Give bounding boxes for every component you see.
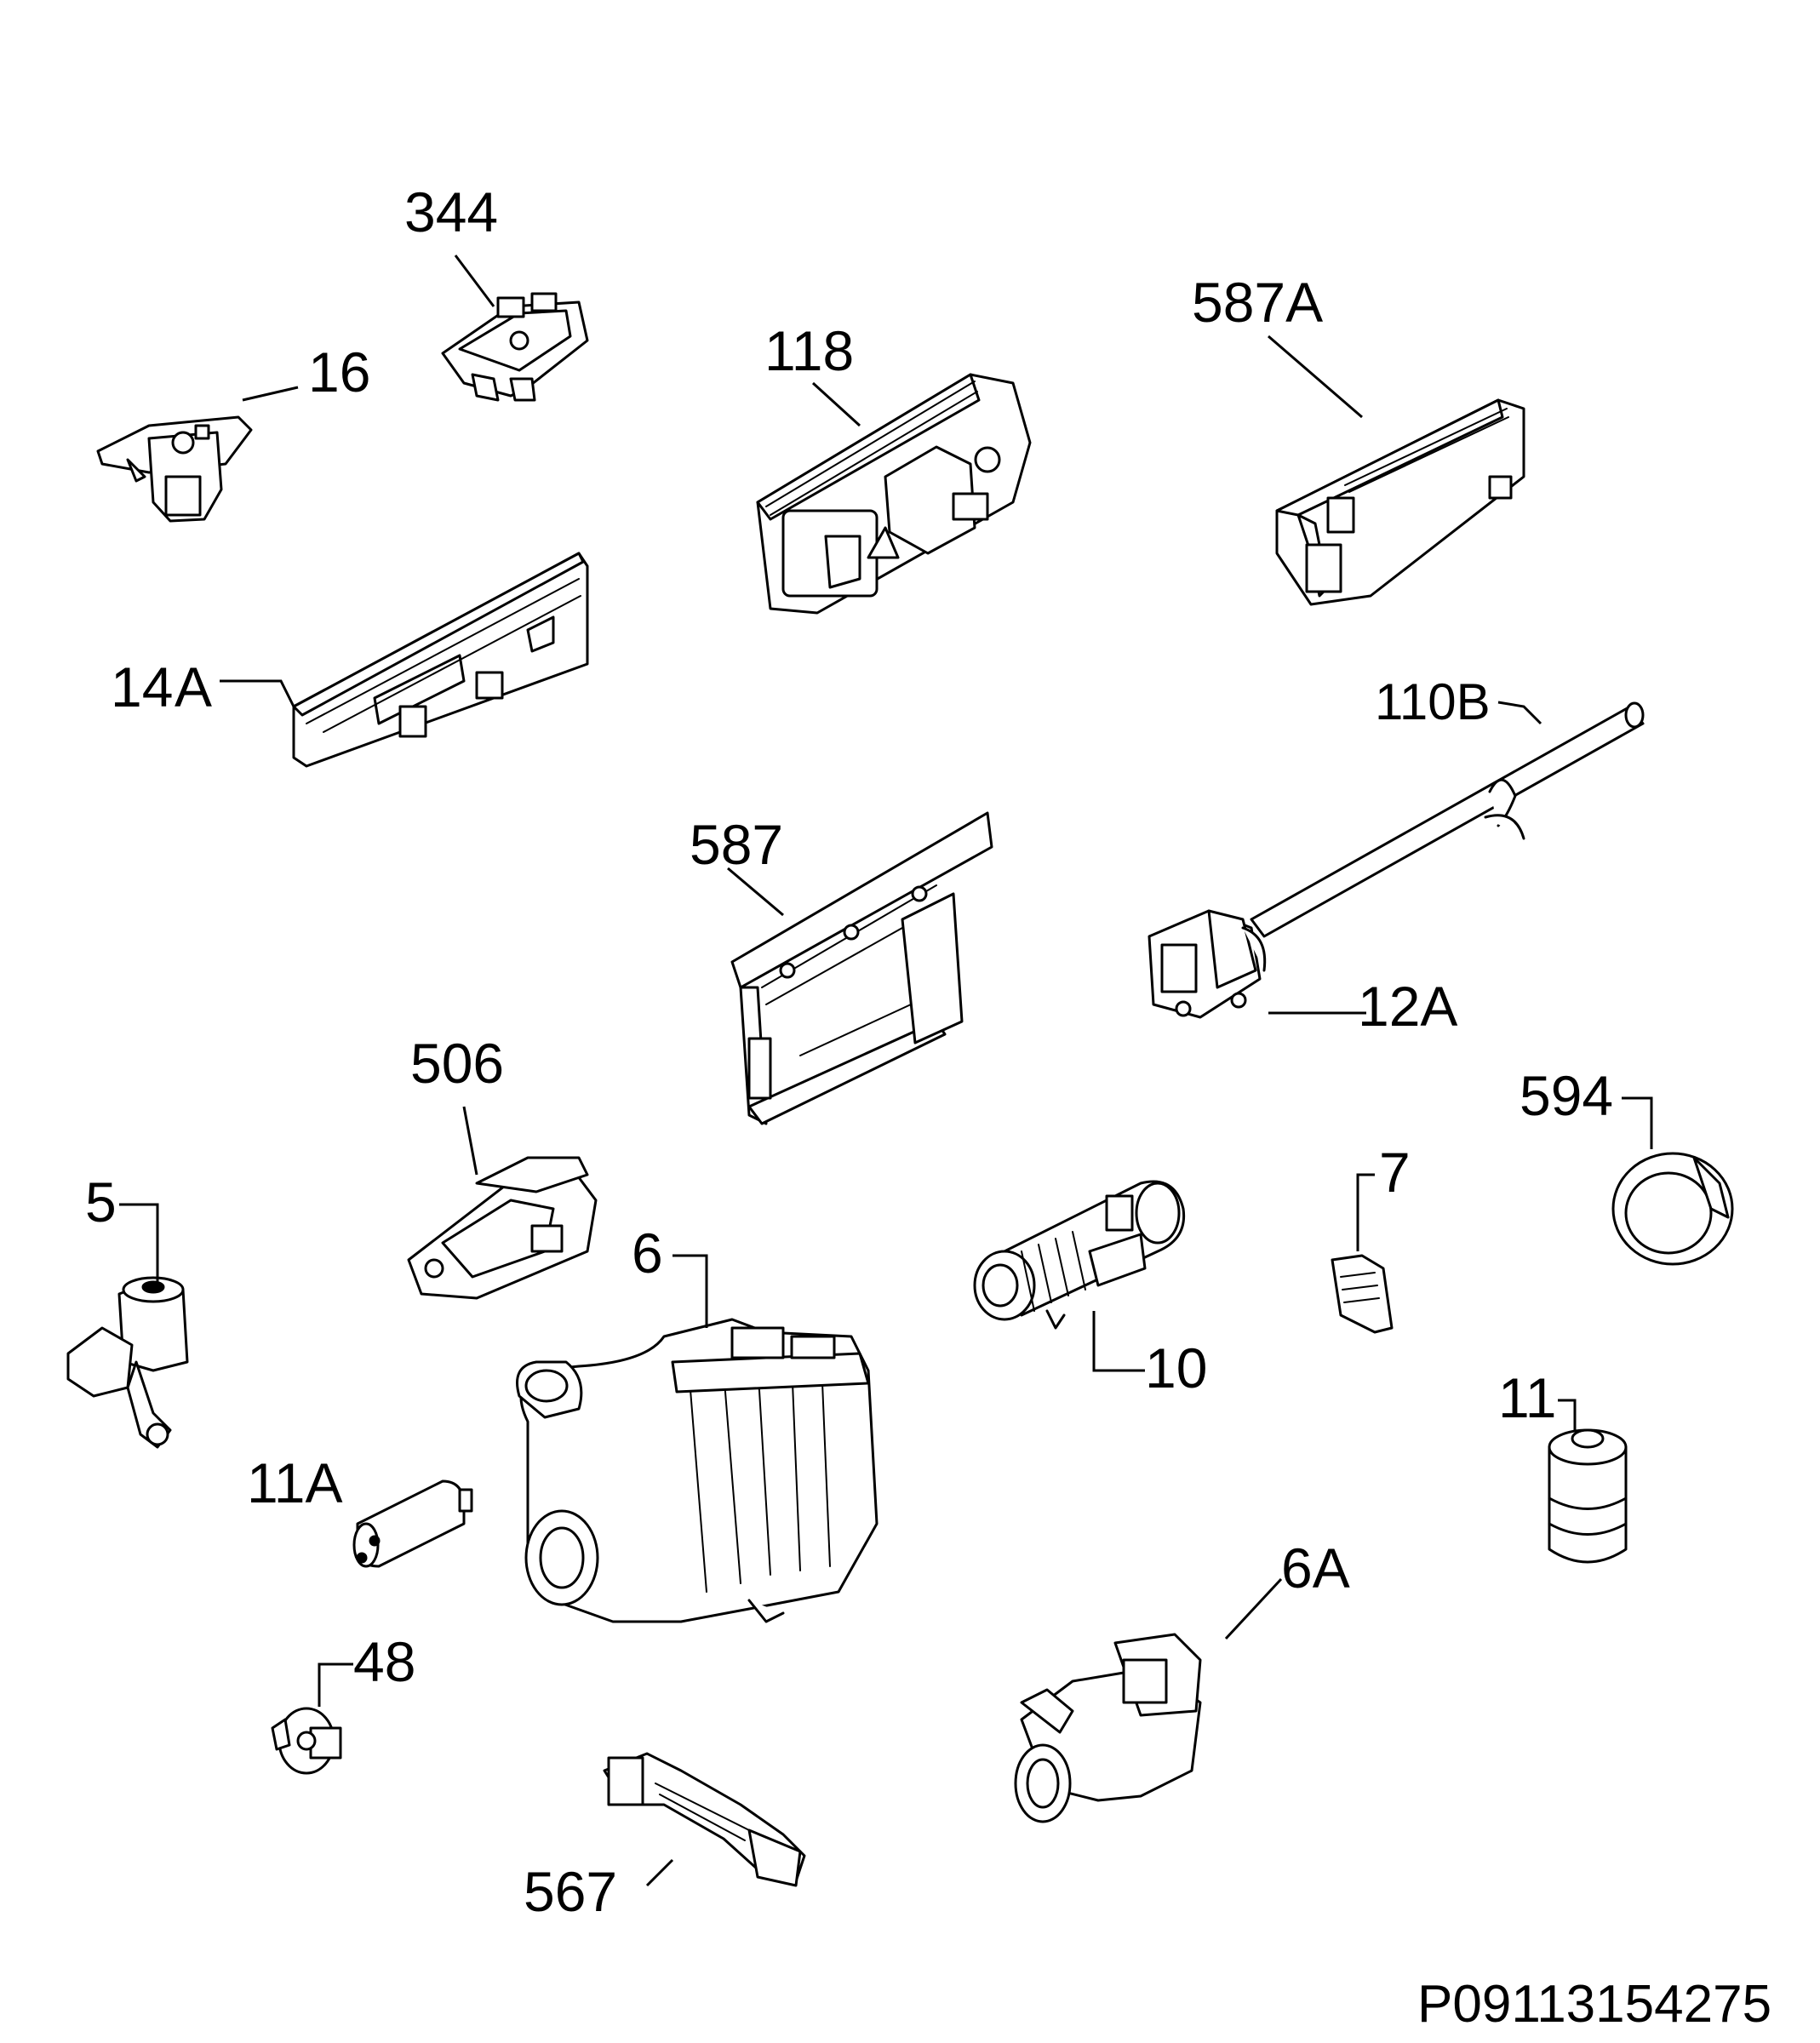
- callout-labels: 344 16 118 587A 14 A 110B 587 12A 506 59…: [85, 180, 1613, 1923]
- callout-344[interactable]: 344: [404, 180, 498, 243]
- callout-48[interactable]: 48: [353, 1630, 415, 1693]
- part-48-plug[interactable]: [271, 1707, 342, 1775]
- callout-16[interactable]: 16: [308, 340, 370, 403]
- callout-506[interactable]: 506: [410, 1032, 504, 1095]
- part-6-pump-motor[interactable]: [516, 1318, 879, 1623]
- callout-587A[interactable]: 587A: [1192, 271, 1323, 334]
- callout-11[interactable]: 11: [1498, 1366, 1557, 1429]
- callout-567[interactable]: 567: [524, 1860, 617, 1923]
- part-7-gasket[interactable]: [1331, 1254, 1394, 1334]
- part-12A-sensor[interactable]: [1148, 909, 1267, 1019]
- callout-12A[interactable]: 12A: [1358, 975, 1457, 1038]
- part-110B-tube[interactable]: [1250, 701, 1645, 938]
- callout-14A-suffix[interactable]: A: [175, 655, 212, 718]
- callout-587[interactable]: 587: [690, 813, 783, 876]
- part-594-ring-seal[interactable]: [1611, 1152, 1734, 1266]
- reference-code: P09113154275: [1417, 1975, 1771, 2034]
- callout-7[interactable]: 7: [1379, 1141, 1411, 1204]
- part-10-heater[interactable]: [973, 1180, 1186, 1330]
- part-6A-drain-pump[interactable]: [1014, 1633, 1202, 1823]
- leader-lines: [119, 255, 1653, 1887]
- part-16-switch[interactable]: [96, 415, 253, 523]
- callout-10[interactable]: 10: [1145, 1336, 1207, 1399]
- callout-118[interactable]: 118: [764, 319, 854, 382]
- callout-594[interactable]: 594: [1520, 1064, 1613, 1127]
- part-506-clip[interactable]: [407, 1156, 598, 1300]
- part-344-bracket[interactable]: [441, 292, 589, 402]
- callout-14A-number[interactable]: 14: [111, 655, 173, 718]
- callout-5[interactable]: 5: [85, 1170, 117, 1233]
- callout-6A[interactable]: 6A: [1281, 1537, 1350, 1599]
- part-587A-housing[interactable]: [1275, 398, 1525, 606]
- part-118-control-module[interactable]: [756, 373, 1032, 615]
- part-11-capacitor[interactable]: [1548, 1428, 1628, 1564]
- part-567-bracket[interactable]: [603, 1752, 806, 1887]
- callout-110B[interactable]: 110B: [1375, 673, 1491, 730]
- part-14A-rail[interactable]: [292, 552, 589, 768]
- callout-11A[interactable]: 11A: [247, 1451, 343, 1514]
- part-5-valve[interactable]: [66, 1276, 189, 1449]
- part-11A-capacitor[interactable]: [352, 1479, 473, 1568]
- part-587-frame[interactable]: [730, 811, 993, 1125]
- callout-6[interactable]: 6: [632, 1222, 663, 1285]
